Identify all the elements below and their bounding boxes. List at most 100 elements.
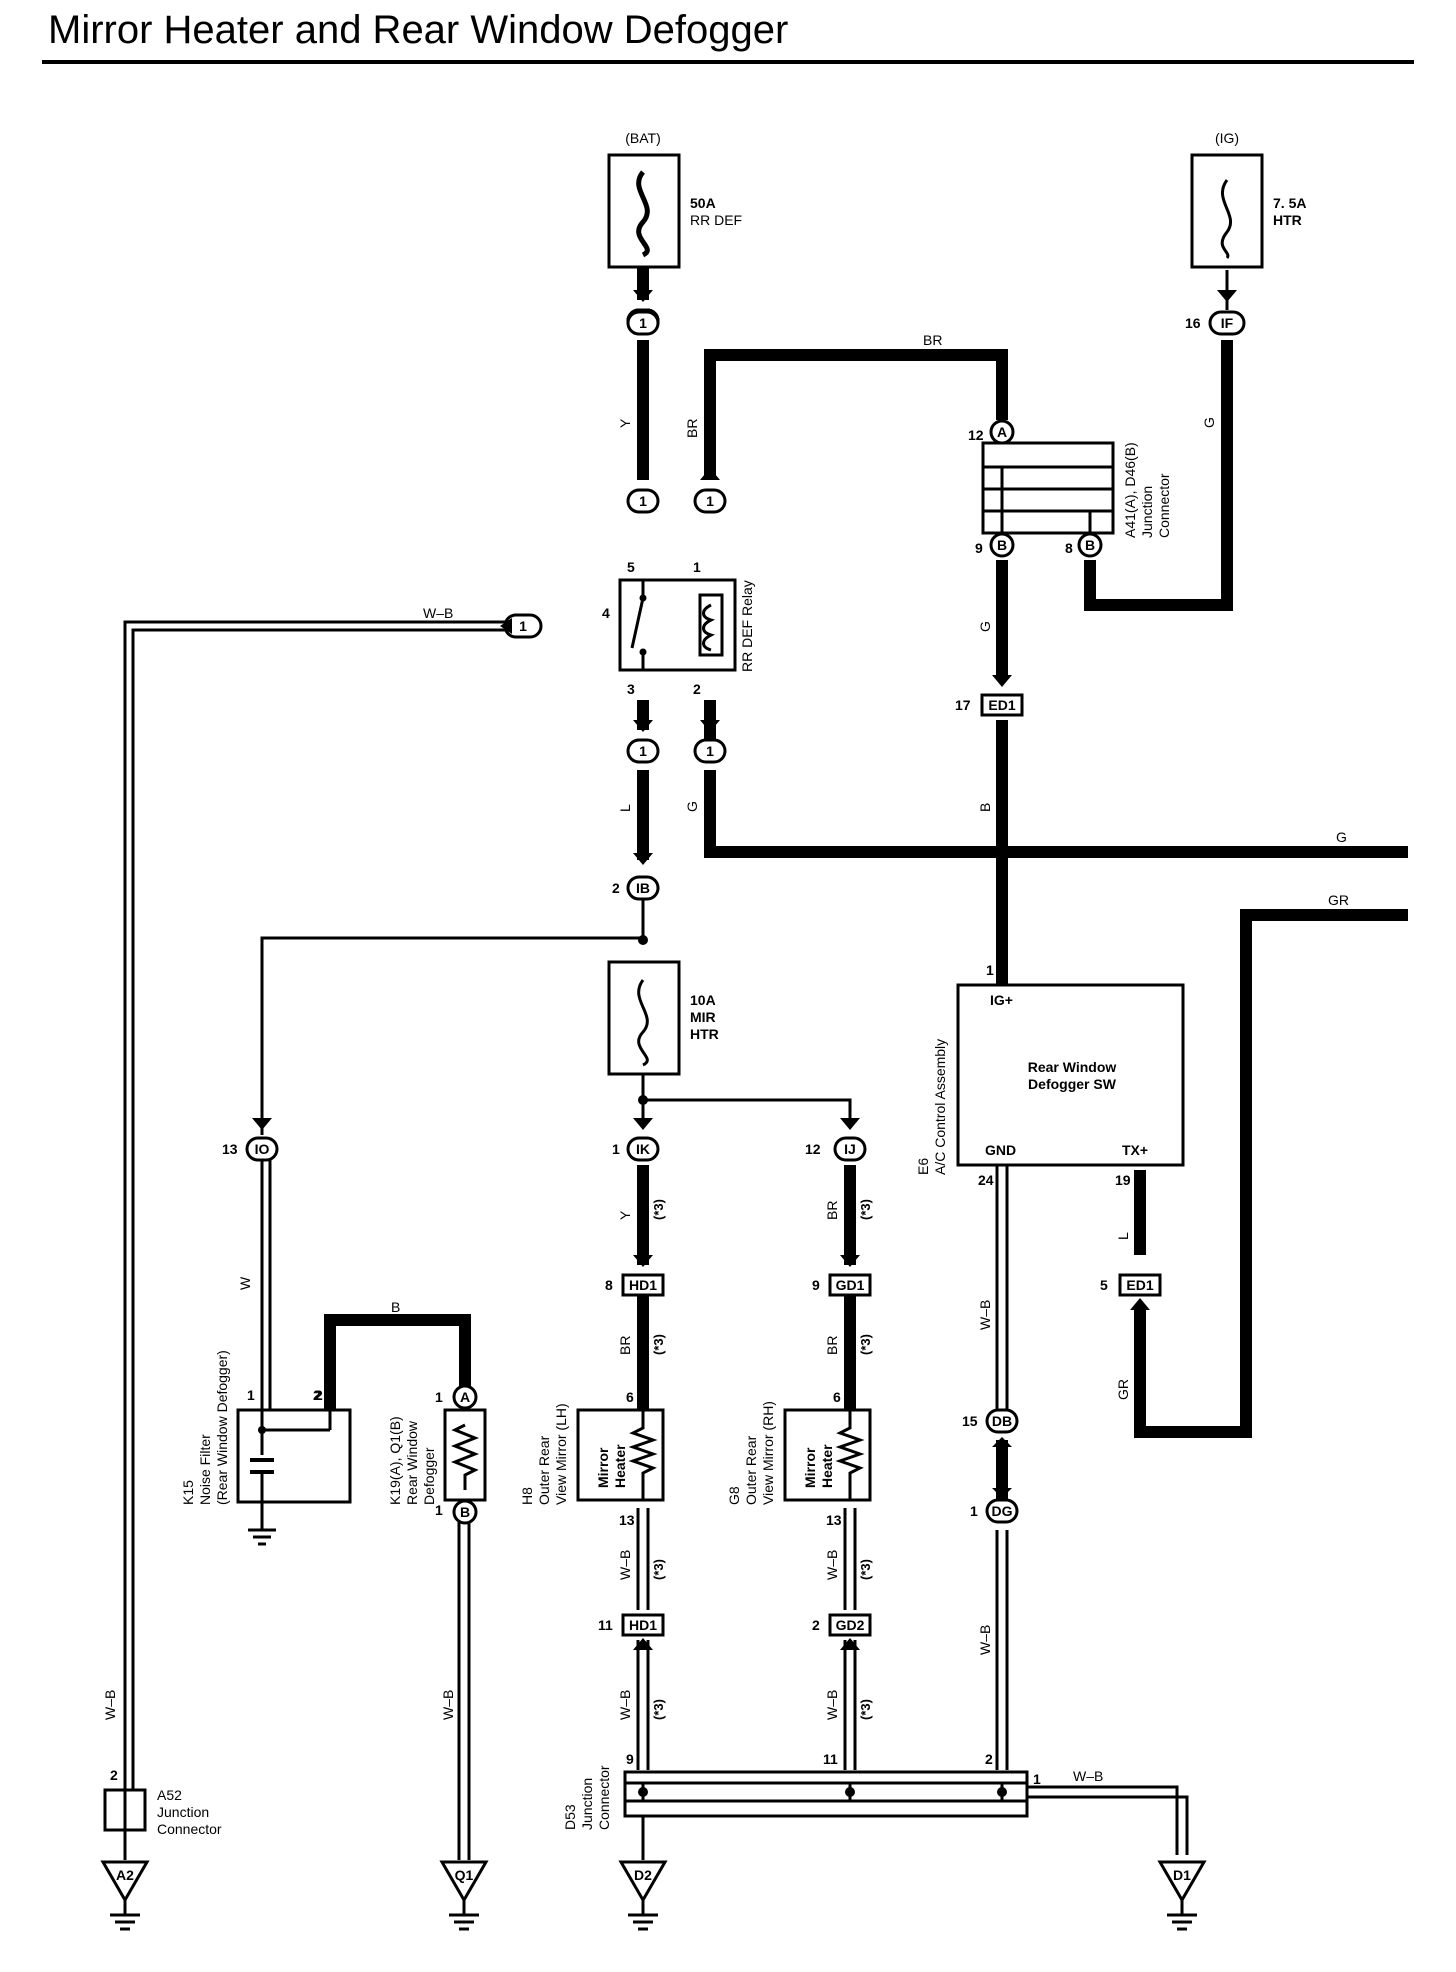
connector-defog-b: B (452, 1499, 478, 1525)
svg-text:8: 8 (605, 1277, 613, 1293)
svg-text:IB: IB (636, 880, 650, 896)
svg-text:GD1: GD1 (836, 1277, 865, 1293)
title-rule (42, 60, 1414, 64)
wire-w (260, 1160, 272, 1410)
svg-text:BR: BR (923, 332, 942, 348)
junction-top-pin-b1: 9 (975, 540, 983, 556)
svg-text:A: A (460, 1389, 470, 1405)
svg-text:(*3): (*3) (651, 1559, 666, 1580)
fuse-mir-name2: HTR (690, 1026, 719, 1042)
svg-text:B: B (1085, 537, 1095, 553)
ac-code: E6 (915, 1158, 931, 1175)
wire-wb-gnd (995, 1165, 1009, 1770)
ac-pin-ig: 1 (986, 962, 994, 978)
ac-inner2: Defogger SW (1028, 1076, 1117, 1092)
svg-text:1: 1 (639, 315, 647, 331)
mirror-rh-pin-top: 6 (833, 1389, 841, 1405)
svg-text:IK: IK (636, 1141, 650, 1157)
ac-inner1: Rear Window (1028, 1059, 1117, 1075)
svg-text:5: 5 (1100, 1277, 1108, 1293)
junction-top-name1: A41(A), D46(B) (1122, 442, 1138, 538)
connector-a: A (989, 419, 1015, 445)
wire-wb-d1 (1026, 1785, 1189, 1855)
mirror-lh-inner1: Mirror (595, 1447, 611, 1488)
connector-db: DB 15 (962, 1408, 1019, 1434)
wire-wb-lh (636, 1508, 650, 1770)
relay-pin5: 5 (627, 559, 635, 575)
ground-q1: Q1 (439, 1860, 489, 1931)
ac-pin-tx: 19 (1115, 1172, 1131, 1188)
page-title: Mirror Heater and Rear Window Defogger (48, 8, 789, 52)
svg-text:GD2: GD2 (836, 1617, 865, 1633)
mirror-lh-name1: Outer Rear (536, 1435, 552, 1505)
connector-b2: B (1077, 532, 1103, 558)
svg-text:Y: Y (617, 418, 633, 428)
junction-dots (638, 935, 648, 1105)
ig-label: (IG) (1215, 130, 1239, 146)
svg-text:15: 15 (962, 1413, 978, 1429)
rear-window-defogger: K19(A), Q1(B) Rear Window Defogger 1 1 (387, 1389, 487, 1518)
svg-text:(*3): (*3) (651, 1334, 666, 1355)
connector-1-f: 1 (693, 738, 727, 764)
svg-text:W–B: W–B (977, 1300, 993, 1330)
a52-name2: Connector (157, 1821, 222, 1837)
connector-1-e: 1 (626, 738, 660, 764)
connector-1-b: 1 (626, 488, 660, 514)
svg-text:B: B (977, 803, 993, 812)
svg-text:9: 9 (812, 1277, 820, 1293)
ac-control-assembly: E6 A/C Control Assembly Rear Window Defo… (915, 962, 1185, 1188)
svg-text:W–B: W–B (977, 1625, 993, 1655)
misc-pins: 2 (313, 1387, 321, 1403)
junction-top-name3: Connector (1156, 473, 1172, 538)
ground-d1: D1 (1157, 1860, 1207, 1931)
d53-code: D53 (562, 1804, 578, 1830)
mirror-rh-inner1: Mirror (802, 1447, 818, 1488)
svg-text:2: 2 (612, 880, 620, 896)
connector-b1: B (989, 532, 1015, 558)
svg-text:(*3): (*3) (858, 1699, 873, 1720)
junction-top-pin-a: 12 (968, 427, 984, 443)
connector-1-upper: 1 (626, 310, 660, 336)
noise-filter-code: K15 (180, 1480, 196, 1505)
thick-wires (324, 268, 1408, 1500)
svg-text:13: 13 (222, 1141, 238, 1157)
defogger-name2: Defogger (421, 1447, 437, 1505)
svg-text:W–B: W–B (824, 1690, 840, 1720)
d53-pin1: 1 (1033, 1771, 1041, 1787)
a52-pin: 2 (110, 1767, 118, 1783)
ac-ig: IG+ (990, 992, 1013, 1008)
bat-label: (BAT) (625, 130, 661, 146)
svg-text:HD1: HD1 (629, 1617, 657, 1633)
svg-text:W–B: W–B (1073, 1768, 1103, 1784)
wire-mir-split (641, 1075, 852, 1125)
svg-text:(*3): (*3) (651, 1699, 666, 1720)
ac-tx: TX+ (1122, 1142, 1148, 1158)
d53-name2: Connector (596, 1765, 612, 1830)
svg-text:B: B (391, 1299, 400, 1315)
wire-br-top (704, 349, 1008, 480)
svg-text:G: G (1201, 417, 1217, 428)
mirror-lh-pin-top: 6 (626, 1389, 634, 1405)
relay-pin3: 3 (627, 681, 635, 697)
d53-pin11: 11 (823, 1751, 838, 1767)
svg-text:B: B (997, 537, 1007, 553)
svg-text:DB: DB (992, 1413, 1012, 1429)
connector-defog-a: A (452, 1384, 478, 1410)
svg-text:A: A (997, 424, 1007, 440)
wire-gr (1134, 909, 1408, 1438)
connector-1-c: 1 (693, 488, 727, 514)
wire-wb-a52 (123, 620, 505, 1790)
svg-text:ED1: ED1 (988, 697, 1015, 713)
svg-text:(*3): (*3) (651, 1199, 666, 1220)
rr-def-relay: RR DEF Relay 5 1 4 3 2 (602, 559, 755, 697)
noise-filter-pin2: 2 (315, 1387, 323, 1403)
noise-filter-name2: (Rear Window Defogger) (214, 1350, 230, 1505)
fuse-htr-amp: 7. 5A (1273, 195, 1306, 211)
connector-ik: IK1 (612, 1136, 660, 1162)
